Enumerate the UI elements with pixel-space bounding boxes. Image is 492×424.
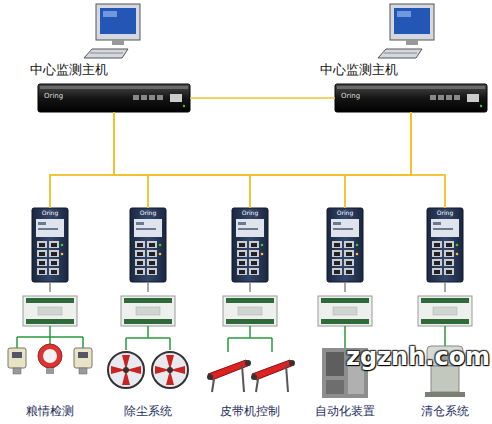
illustration bbox=[251, 360, 295, 392]
brand-logo: Oring bbox=[327, 210, 363, 217]
connector-line bbox=[114, 112, 148, 208]
device-wires bbox=[228, 326, 272, 352]
illustration bbox=[427, 208, 463, 282]
system-label: 自动化装置 bbox=[295, 405, 395, 418]
field-switch: Oring bbox=[327, 208, 363, 282]
connector-line bbox=[50, 112, 114, 208]
device-group: 皮带机控制 bbox=[204, 292, 296, 420]
connector-line bbox=[249, 282, 251, 292]
host-switch: 中心监测主机Oring bbox=[335, 84, 487, 112]
connector-line bbox=[345, 112, 411, 208]
system-label: 皮带机控制 bbox=[200, 405, 300, 418]
illustration bbox=[327, 208, 363, 282]
illustration bbox=[38, 84, 190, 112]
brand-logo: Oring bbox=[232, 210, 268, 217]
illustration bbox=[84, 4, 140, 58]
connector-line bbox=[411, 112, 445, 208]
illustration bbox=[318, 296, 372, 326]
connector-line bbox=[344, 282, 346, 292]
connector-line bbox=[49, 282, 51, 292]
connector-line bbox=[50, 112, 411, 208]
illustration bbox=[74, 348, 92, 374]
host-label: 中心监测主机 bbox=[320, 63, 398, 77]
brand-logo: Oring bbox=[341, 93, 360, 101]
field-switch: Oring bbox=[32, 208, 68, 282]
connector-line bbox=[190, 97, 335, 99]
field-switch: Oring bbox=[232, 208, 268, 282]
device-wires bbox=[344, 326, 346, 348]
device-wires bbox=[126, 326, 170, 350]
automation-device bbox=[326, 352, 344, 376]
illustration bbox=[130, 208, 166, 282]
system-label: 除尘系统 bbox=[98, 405, 198, 418]
connector-line bbox=[114, 112, 250, 208]
connector-line bbox=[250, 112, 411, 208]
device-group: 粮情检测 bbox=[4, 292, 96, 420]
field-switch: Oring bbox=[427, 208, 463, 282]
illustration bbox=[23, 296, 77, 326]
system-label: 清仓系统 bbox=[395, 405, 492, 418]
illustration bbox=[335, 84, 487, 112]
illustration bbox=[8, 348, 26, 374]
automation-device bbox=[326, 380, 344, 394]
connector-line bbox=[148, 112, 411, 208]
device-group: 除尘系统 bbox=[102, 292, 194, 420]
connector-line bbox=[147, 282, 149, 292]
illustration bbox=[38, 344, 62, 374]
illustration bbox=[232, 208, 268, 282]
illustration bbox=[418, 296, 472, 326]
field-switch: Oring bbox=[130, 208, 166, 282]
illustration bbox=[207, 360, 251, 392]
illustration bbox=[378, 4, 434, 58]
illustration bbox=[121, 296, 175, 326]
brand-logo: Oring bbox=[427, 210, 463, 217]
brand-logo: Oring bbox=[44, 93, 63, 101]
connector-line bbox=[444, 282, 446, 292]
brand-logo: Oring bbox=[130, 210, 166, 217]
illustration bbox=[108, 352, 144, 388]
host-switch: 中心监测主机Oring bbox=[38, 84, 190, 112]
connector-line bbox=[114, 112, 445, 208]
illustration bbox=[32, 208, 68, 282]
illustration bbox=[223, 296, 277, 326]
watermark: zgznh.com bbox=[346, 343, 490, 371]
cleaning-machine bbox=[425, 392, 465, 397]
host-label: 中心监测主机 bbox=[30, 63, 108, 77]
brand-logo: Oring bbox=[32, 210, 68, 217]
illustration bbox=[152, 352, 188, 388]
system-label: 粮情检测 bbox=[0, 405, 100, 418]
